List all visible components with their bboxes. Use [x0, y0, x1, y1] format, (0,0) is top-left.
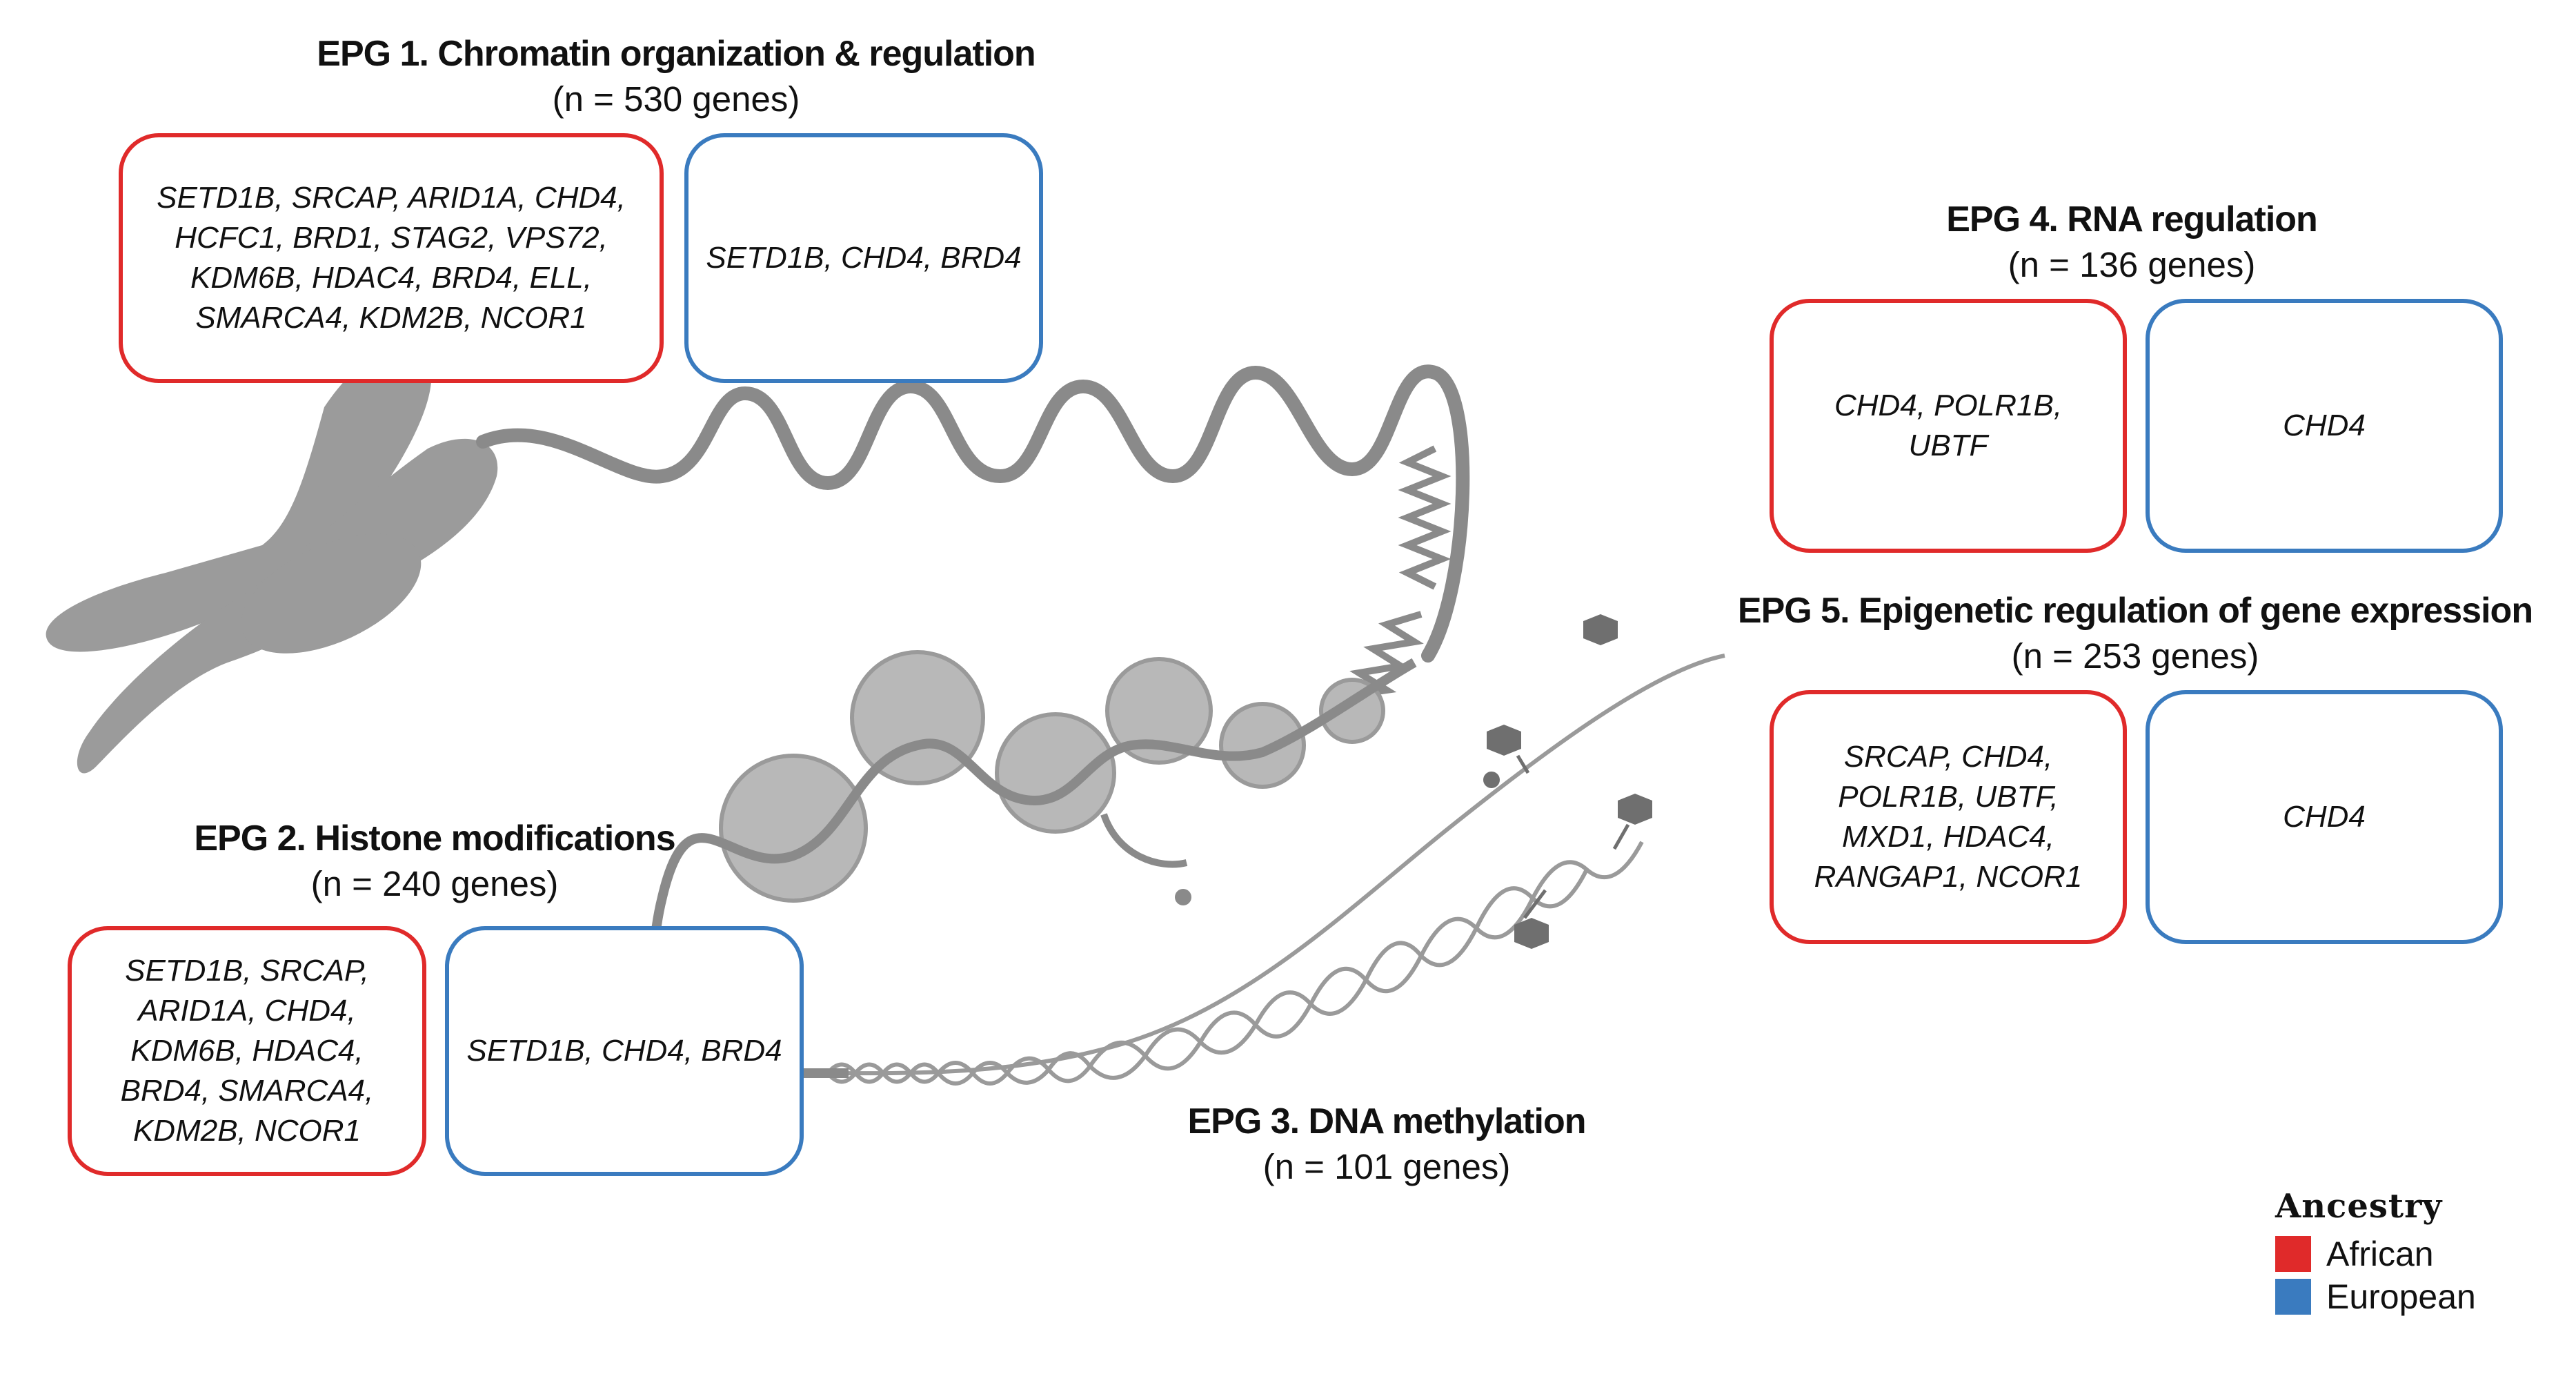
epg4-count: (n = 136 genes) [2008, 245, 2256, 284]
legend-item-european: European [2275, 1275, 2476, 1318]
legend-label-european: European [2326, 1277, 2476, 1316]
epg5-count: (n = 253 genes) [2011, 636, 2259, 676]
ancestry-legend: Ancestry African European [2275, 1187, 2476, 1318]
epg1-count: (n = 530 genes) [552, 79, 800, 119]
epg5-european-box: CHD4 [2146, 690, 2503, 944]
epg1-african-box: SETD1B, SRCAP, ARID1A, CHD4, HCFC1, BRD1… [119, 133, 664, 383]
epg1-european-box: SETD1B, CHD4, BRD4 [684, 133, 1043, 383]
epg3-title: EPG 3. DNA methylation [1187, 1101, 1586, 1141]
nucleosome-linker [648, 658, 1417, 1079]
methyl-group-icon [1483, 614, 1652, 949]
epg4-african-box: CHD4, POLR1B, UBTF [1770, 299, 2127, 553]
epg4-header: EPG 4. RNA regulation (n = 136 genes) [1821, 199, 2442, 285]
dna-helix-icon [800, 654, 1725, 1086]
chromatin-fiber-icon [476, 364, 1470, 663]
legend-item-african: African [2275, 1233, 2476, 1275]
epg3-count: (n = 101 genes) [1262, 1147, 1511, 1186]
epg5-header: EPG 5. Epigenetic regulation of gene exp… [1704, 590, 2566, 676]
epg2-european-box: SETD1B, CHD4, BRD4 [445, 926, 804, 1176]
epg5-african-box: SRCAP, CHD4, POLR1B, UBTF, MXD1, HDAC4, … [1770, 690, 2127, 944]
nucleosome-icon [719, 650, 1385, 903]
epg2-title: EPG 2. Histone modifications [194, 818, 675, 859]
epg2-african-box: SETD1B, SRCAP, ARID1A, CHD4, KDM6B, HDAC… [68, 926, 426, 1176]
chromosome-icon [46, 345, 498, 774]
legend-title: Ancestry [2275, 1187, 2443, 1226]
epg2-header: EPG 2. Histone modifications (n = 240 ge… [124, 818, 745, 904]
legend-label-african: African [2326, 1235, 2434, 1273]
epg1-header: EPG 1. Chromatin organization & regulati… [262, 33, 1090, 119]
epg3-header: EPG 3. DNA methylation (n = 101 genes) [1076, 1101, 1697, 1187]
epg4-european-box: CHD4 [2146, 299, 2503, 553]
legend-swatch-european [2275, 1279, 2311, 1315]
epg1-title: EPG 1. Chromatin organization & regulati… [317, 34, 1036, 74]
legend-swatch-african [2275, 1236, 2311, 1272]
epg5-title: EPG 5. Epigenetic regulation of gene exp… [1737, 591, 2533, 631]
epg2-count: (n = 240 genes) [310, 864, 559, 903]
epg4-title: EPG 4. RNA regulation [1946, 199, 2318, 239]
